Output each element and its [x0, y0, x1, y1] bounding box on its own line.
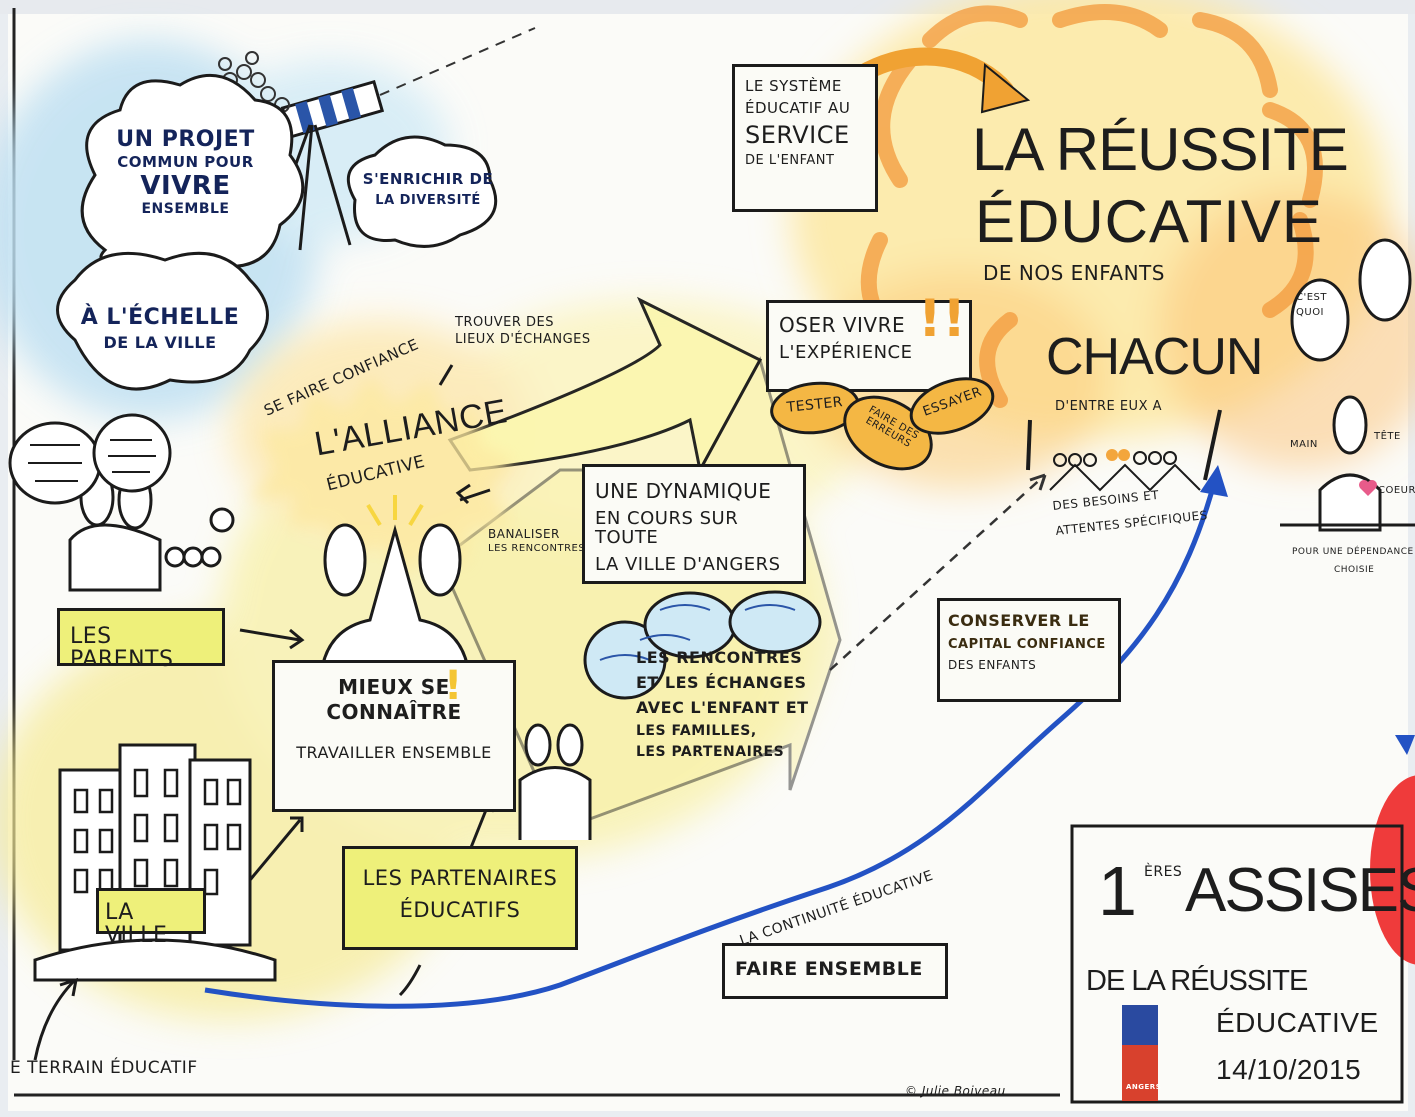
assises-suffix: ères [1144, 864, 1183, 880]
know-line-2: connaître [326, 700, 462, 724]
assises-word: Assises [1185, 856, 1415, 925]
partners-line-1: Les partenaires [362, 866, 558, 890]
meetings-line-4: les familles, [636, 723, 757, 740]
chacun-word: Chacun [1046, 328, 1263, 386]
dare-line-2: l'expérience [779, 342, 913, 363]
dare-box: Oser vivre l'expérience [766, 300, 972, 392]
parents-label-box: Les parents [57, 608, 225, 671]
dynamic-line-1: Une dynamique [595, 479, 772, 503]
partners-label-box: Les partenaires éducatifs [342, 846, 578, 950]
together-label: Faire ensemble [735, 958, 923, 980]
partners-line-2: éducatifs [399, 898, 521, 923]
cloud-shapes [56, 73, 498, 391]
scale-line-1: À l'échelle [80, 305, 240, 330]
diversity-line-1: S'enrichir de [362, 170, 494, 188]
dare-pill-1-text: Tester [786, 394, 844, 416]
exchange-line-1: Trouver des [455, 315, 554, 330]
dynamic-line-3: la ville d'Angers [595, 553, 781, 575]
exclaim-mark: ! [444, 663, 463, 709]
dare-pill-3-text: Essayer [920, 384, 984, 420]
dare-line-1: Oser vivre [779, 313, 906, 337]
dynamic-box: Une dynamique en cours sur toute la vill… [582, 464, 806, 584]
meeting-bubbles [583, 590, 822, 700]
capital-box: Conserver le capital confiance des enfan… [937, 598, 1121, 702]
exchange-places: Trouver des lieux d'échanges [455, 316, 591, 346]
know-line-1: Mieux se [338, 675, 450, 699]
city-label: La ville [105, 900, 168, 949]
project-line-2: commun pour [117, 153, 254, 172]
capital-line-2: capital confiance [948, 636, 1106, 652]
dynamic-line-2: en cours sur toute [595, 508, 739, 548]
meetings-line-5: les partenaires [636, 744, 785, 761]
banalise-line-2: les rencontres [488, 542, 586, 554]
know-line-3: Travailler ensemble [296, 743, 492, 762]
title-sunburst [860, 4, 1323, 408]
diversity-bubble: S'enrichir de la diversité [358, 170, 498, 208]
project-bubble: Un projet commun pour vivre ensemble [103, 128, 268, 217]
telescope-drawing [207, 51, 385, 251]
spark [366, 495, 424, 527]
together-box: Faire ensemble [722, 943, 948, 999]
exchange-line-2: lieux d'échanges [455, 331, 591, 347]
diversity-line-2: la diversité [375, 192, 481, 208]
system-line-1: Le système [745, 77, 842, 95]
signature: © Julie Boiveau [905, 1084, 1006, 1098]
banalise-label: Banaliser les rencontres [488, 528, 585, 554]
dare-exclaim: !! [918, 289, 967, 349]
system-line-4: de l'enfant [745, 152, 835, 168]
chacun-line-1: d'entre eux a [1055, 399, 1163, 414]
assises-line-3: éducative [1216, 1007, 1379, 1038]
ground-label: e terrain éducatif [10, 1058, 198, 1078]
capital-line-1: Conserver le [948, 611, 1090, 630]
title-line-1: La réussite [972, 116, 1349, 183]
big-arrow [447, 296, 763, 475]
title-line-2: éducative [975, 188, 1323, 255]
scale-line-2: de la ville [103, 333, 217, 353]
meetings-bubble-text: Les rencontres et les échanges avec l'en… [636, 648, 809, 761]
project-line-3: vivre [140, 170, 231, 201]
scale-bubble: À l'échelle de la ville [80, 306, 240, 352]
assises-line-2: de la réussite [1086, 965, 1308, 997]
system-line-2: éducatif au [745, 98, 851, 117]
capital-line-3: des enfants [948, 658, 1037, 673]
continuity-curve [204, 479, 1218, 1009]
meetings-line-1: Les rencontres [636, 648, 803, 667]
assises-ordinal: 1 [1098, 852, 1138, 930]
figure-question-2: quoi [1296, 307, 1325, 318]
project-line-4: ensemble [141, 201, 230, 218]
city-label-box: La ville [96, 888, 206, 947]
figure-question-1: C'est [1296, 292, 1328, 303]
system-box: Le système éducatif au service de l'enfa… [732, 64, 878, 212]
meetings-line-3: avec l'enfant et [636, 697, 809, 717]
red-shape [1370, 775, 1415, 965]
title-line-3: de nos enfants [983, 261, 1165, 285]
system-line-3: service [745, 120, 850, 149]
figure-bottom-2: choisie [1334, 565, 1375, 575]
angers-badge-label: Angers [1126, 1083, 1162, 1091]
know-box: Mieux se connaître Travailler ensemble [272, 660, 516, 812]
figure-hand: Main [1290, 439, 1318, 450]
figure-head: Tête [1374, 431, 1401, 442]
figure-heart: Coeur [1378, 485, 1415, 496]
meetings-line-2: et les échanges [636, 672, 807, 692]
banalise-line-1: Banaliser [488, 527, 560, 541]
project-line-1: Un projet [116, 127, 255, 152]
parents-label: Les parents [70, 624, 174, 673]
figure-bottom-1: Pour une dépendance [1292, 547, 1414, 557]
assises-date: 14/10/2015 [1216, 1054, 1362, 1085]
